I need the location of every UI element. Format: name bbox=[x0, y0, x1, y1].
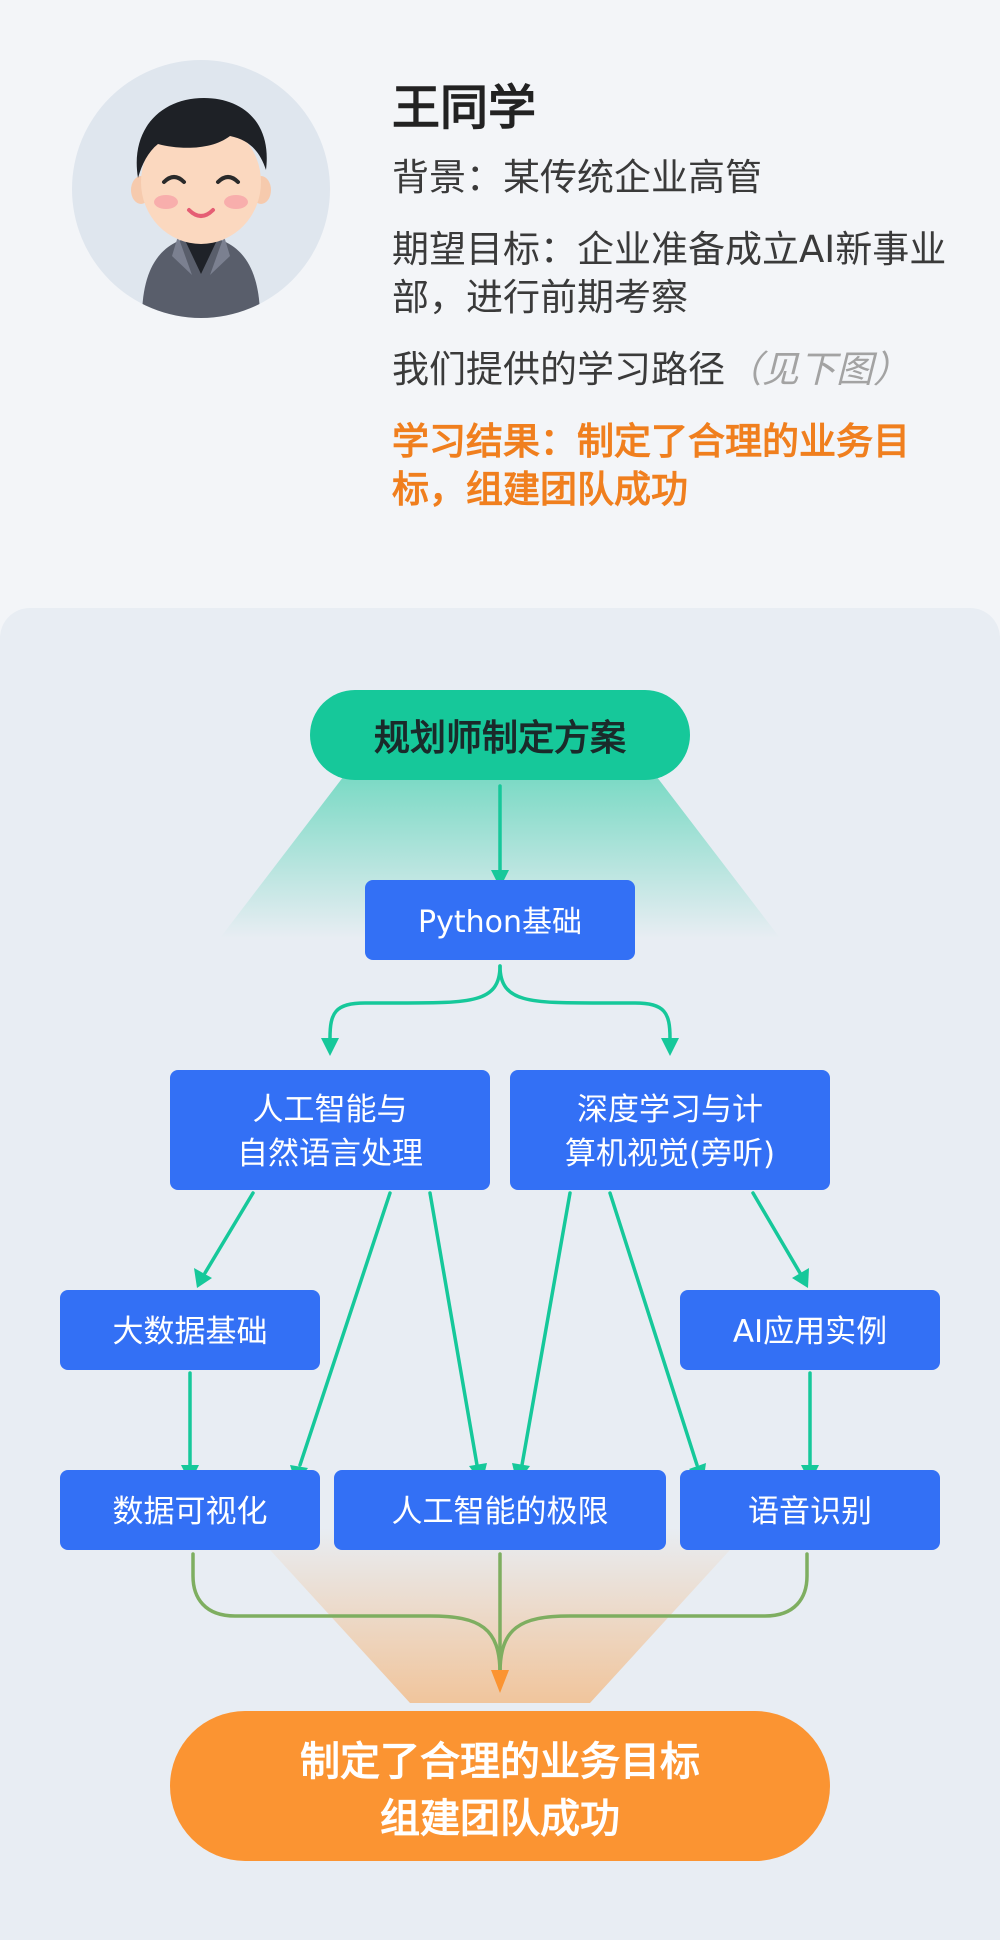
result-arrowhead bbox=[491, 1670, 509, 1693]
path-hint: （见下图） bbox=[725, 348, 910, 391]
path-label: 我们提供的学习路径 bbox=[392, 348, 725, 391]
node-bigdata-label: 大数据基础 bbox=[113, 1314, 268, 1350]
olive-connectors bbox=[191, 1552, 809, 1675]
node-speech-label: 语音识别 bbox=[748, 1494, 872, 1530]
node-dl-cv-label-line2: 算机视觉(旁听) bbox=[565, 1136, 775, 1172]
arrow-dl-cv-to-limits bbox=[520, 1191, 572, 1467]
result-node: 制定了合理的业务目标 组建团队成功 bbox=[170, 1711, 830, 1861]
arrow-python-to-ai-nlp bbox=[328, 964, 502, 1040]
node-python-label: Python基础 bbox=[418, 905, 582, 940]
arrow-ai-nlp-to-bigdata bbox=[203, 1191, 255, 1275]
result-node-line2: 组建团队成功 bbox=[380, 1796, 620, 1842]
avatar bbox=[72, 60, 330, 318]
student-profile: 王同学 背景：某传统企业高管 期望目标：企业准备成立AI新事业部，进行前期考察 … bbox=[0, 0, 1000, 600]
node-bigdata: 大数据基础 bbox=[60, 1290, 320, 1370]
arrow-speech-to-result bbox=[498, 1552, 809, 1675]
node-ai-limits-label: 人工智能的极限 bbox=[392, 1494, 609, 1530]
profile-info: 王同学 背景：某传统企业高管 期望目标：企业准备成立AI新事业部，进行前期考察 … bbox=[392, 78, 962, 538]
goal-text: 期望目标：企业准备成立AI新事业部，进行前期考察 bbox=[392, 228, 947, 319]
node-dl-cv: 深度学习与计 算机视觉(旁听) bbox=[510, 1070, 830, 1190]
node-ai-nlp-label-line2: 自然语言处理 bbox=[237, 1136, 423, 1172]
path-text: 我们提供的学习路径（见下图） bbox=[392, 346, 962, 394]
start-node: 规划师制定方案 bbox=[310, 690, 690, 780]
node-ai-limits: 人工智能的极限 bbox=[334, 1470, 666, 1550]
arrow-dl-cv-to-ai-apps bbox=[751, 1191, 802, 1275]
node-dataviz-label: 数据可视化 bbox=[113, 1494, 268, 1530]
start-node-label: 规划师制定方案 bbox=[374, 718, 627, 759]
learning-path-diagram: 规划师制定方案 Python基础 人工智能与 自然语言处理 深度学习与计 算机视… bbox=[60, 690, 940, 1861]
node-python: Python基础 bbox=[365, 880, 635, 960]
node-ai-apps-label: AI应用实例 bbox=[733, 1314, 887, 1350]
learning-path-panel: 规划师制定方案 Python基础 人工智能与 自然语言处理 深度学习与计 算机视… bbox=[0, 608, 1000, 1940]
node-ai-nlp: 人工智能与 自然语言处理 bbox=[170, 1070, 490, 1190]
arrow-dataviz-to-result bbox=[191, 1552, 502, 1675]
background-text: 背景：某传统企业高管 bbox=[392, 156, 762, 199]
arrow-dl-cv-to-speech bbox=[608, 1191, 699, 1467]
node-ai-apps: AI应用实例 bbox=[680, 1290, 940, 1370]
result-text: 学习结果：制定了合理的业务目标，组建团队成功 bbox=[392, 420, 910, 511]
node-dataviz: 数据可视化 bbox=[60, 1470, 320, 1550]
arrow-python-to-dl-cv bbox=[498, 964, 672, 1040]
avatar-illustration bbox=[131, 98, 271, 318]
green-connectors bbox=[188, 784, 812, 1467]
arrow-ai-nlp-to-dataviz bbox=[298, 1191, 392, 1467]
student-name: 王同学 bbox=[392, 80, 537, 136]
node-speech: 语音识别 bbox=[680, 1470, 940, 1550]
node-ai-nlp-label-line1: 人工智能与 bbox=[253, 1092, 408, 1128]
result-node-line1: 制定了合理的业务目标 bbox=[300, 1739, 700, 1785]
arrow-ai-nlp-to-limits bbox=[428, 1191, 479, 1467]
node-dl-cv-label-line1: 深度学习与计 bbox=[577, 1092, 763, 1128]
